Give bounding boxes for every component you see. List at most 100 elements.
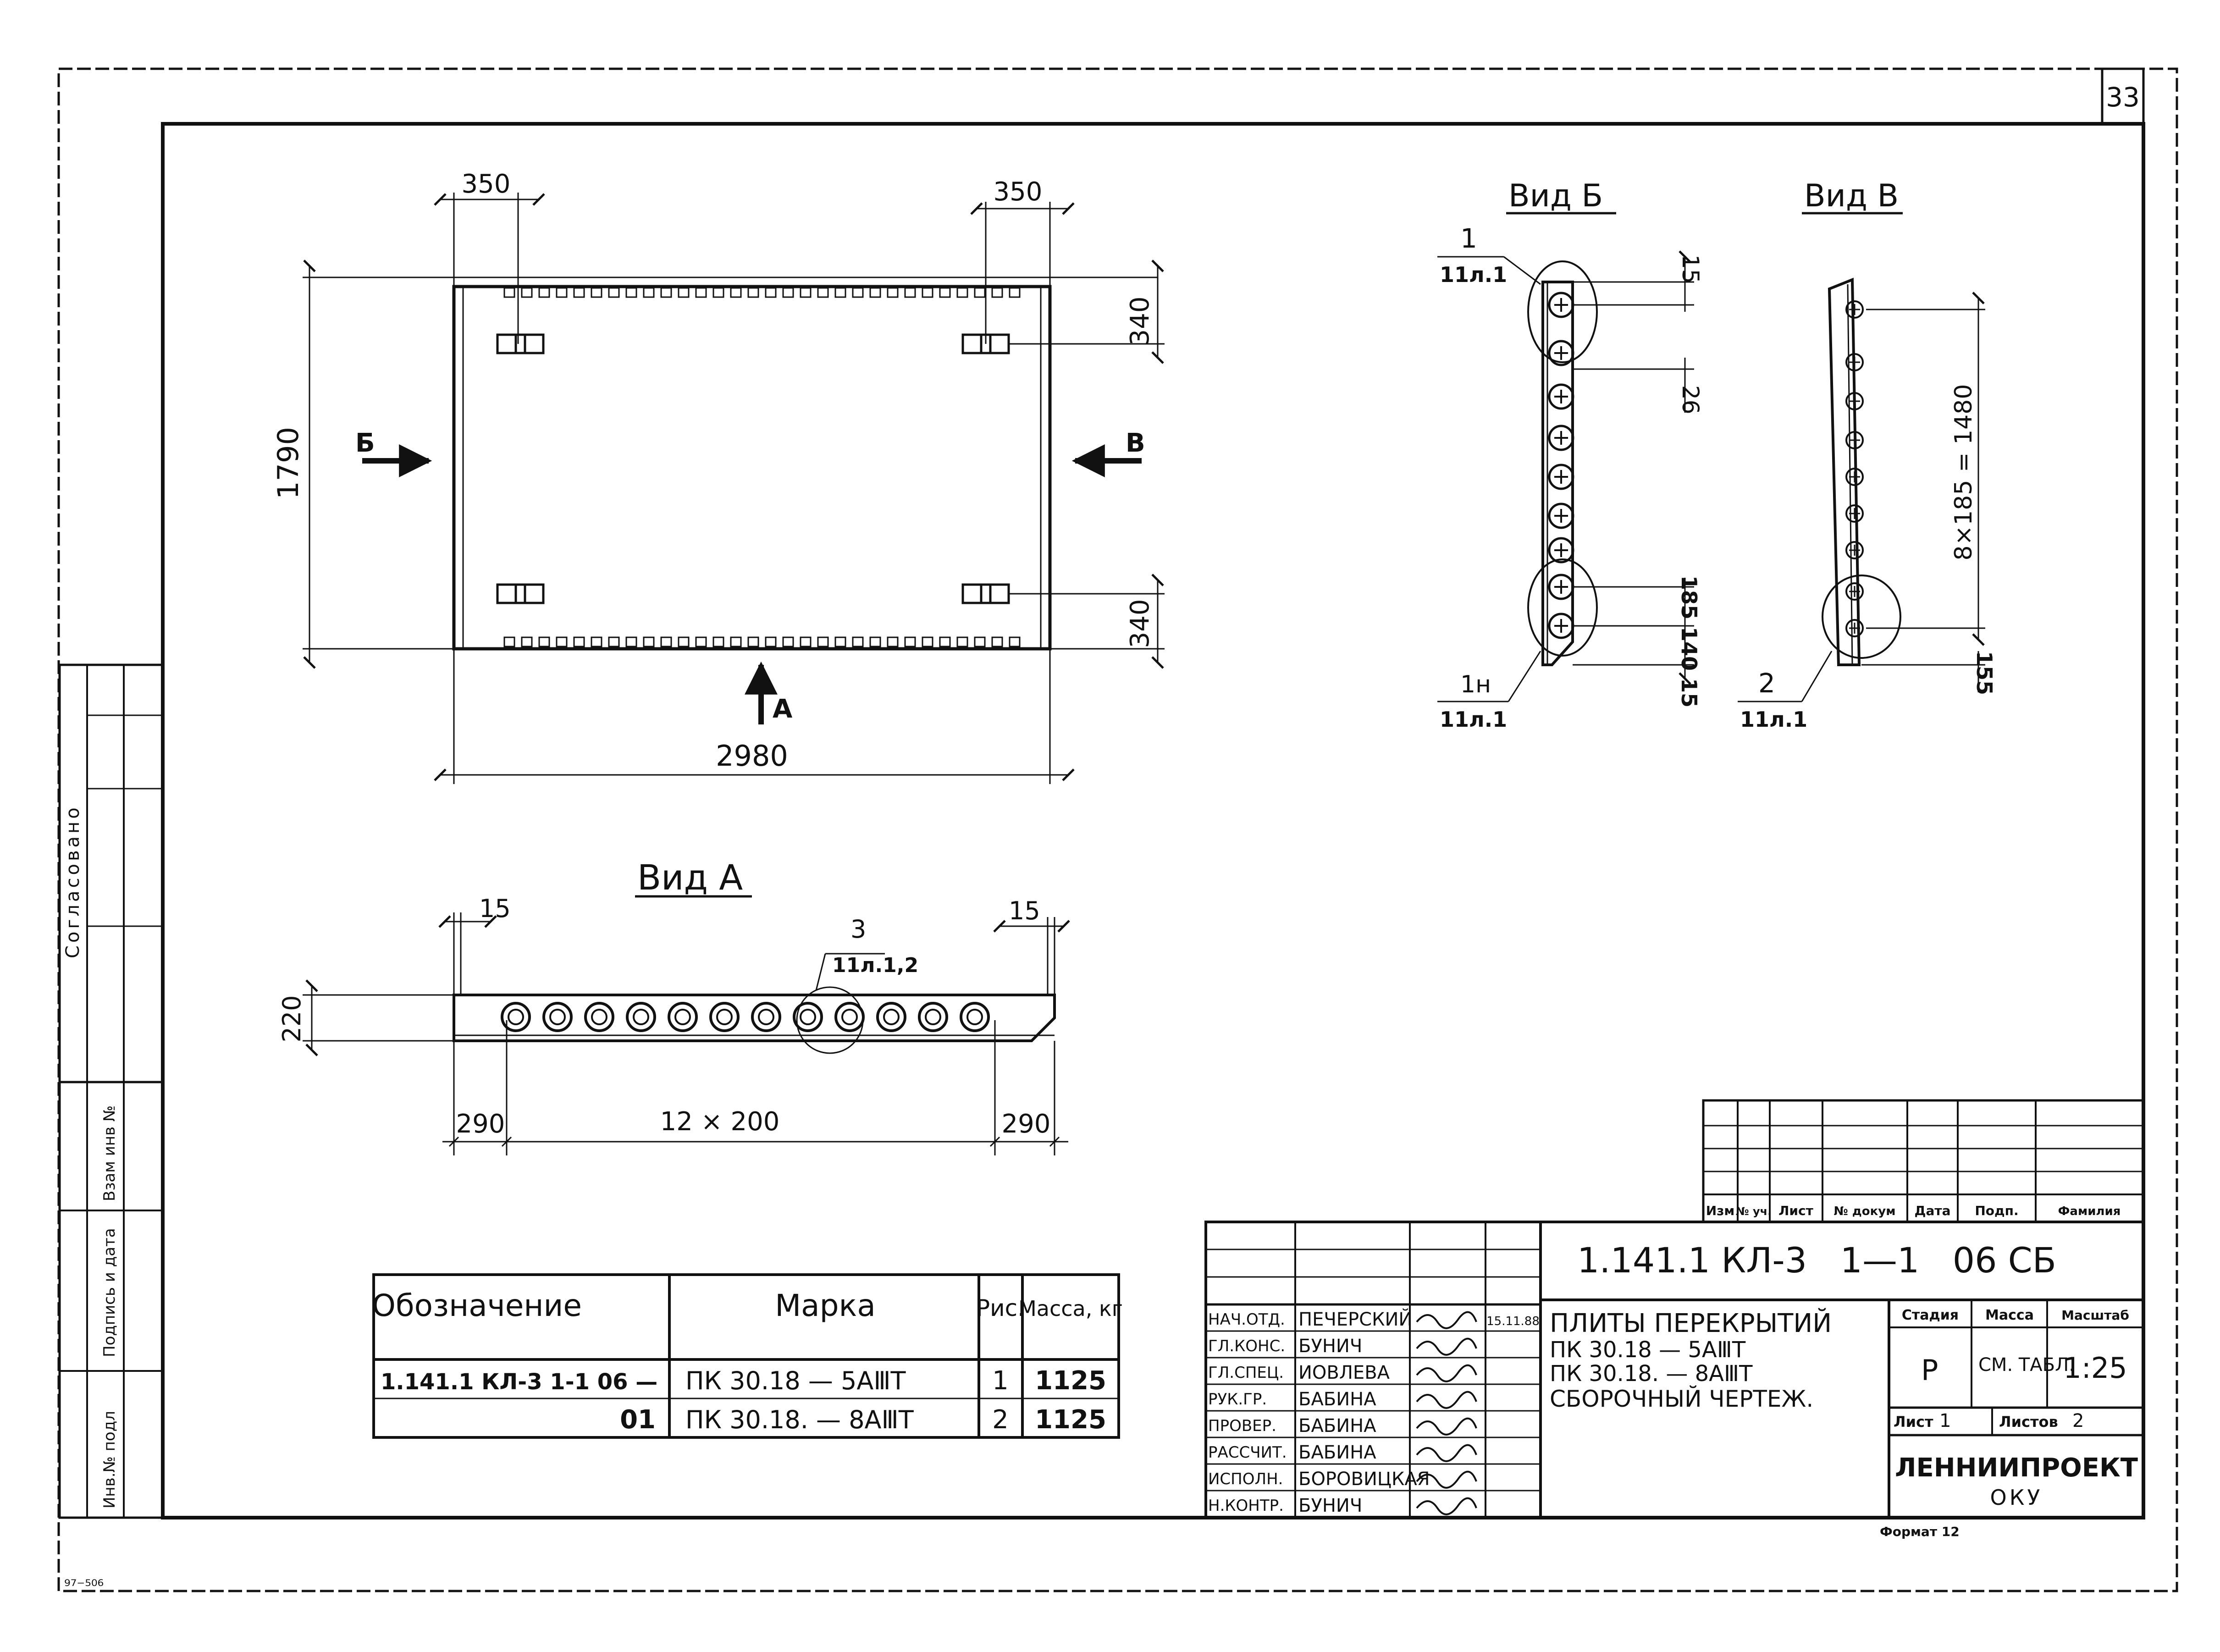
view-b-dim-26: 26 (1677, 385, 1704, 414)
side-stamp: Согласовано Взам инв № Подпись и дата Ин… (58, 663, 164, 1519)
spec-row1-mark: ПК 30.18 — 5АⅢТ (685, 1366, 906, 1395)
spec-row2-mark: ПК 30.18. — 8АⅢТ (685, 1405, 914, 1434)
plan-dim-width: 2980 (716, 739, 788, 773)
signature-mark (1416, 1391, 1477, 1409)
spec-header-fig: Рис. (976, 1295, 1025, 1321)
signer-name: Печерский (1298, 1308, 1412, 1330)
signer-name: Бабина (1298, 1389, 1376, 1410)
side-stamp-agreed: Согласовано (62, 805, 83, 958)
signature-mark (1416, 1337, 1477, 1356)
signer-row: Гл.конс. Бунич (1208, 1336, 1477, 1357)
castellation-top (503, 287, 1021, 298)
signer-role: Исполн. (1208, 1470, 1283, 1488)
title-line3: ПК 30.18. — 8АⅢТ (1550, 1361, 1753, 1387)
view-b-holes (1548, 292, 1574, 639)
title-line4: Сборочный чертеж. (1550, 1385, 1813, 1412)
slab-outline (452, 285, 1052, 651)
view-b-callout1-num: 1 (1460, 223, 1477, 254)
title-date: 15.11.88 (1486, 1315, 1540, 1328)
signature-mark (1416, 1497, 1477, 1515)
signer-row: Н.контр.Бунич (1208, 1495, 1477, 1516)
view-a-dim-bottom-left: 290 (456, 1109, 505, 1139)
view-a: Вид А 3 11л.1,2 15 15 220 (277, 857, 1070, 1155)
signer-row: Рук.гр. Бабина (1208, 1389, 1477, 1410)
signer-role: Рук.гр. (1208, 1390, 1267, 1409)
title-line2: ПК 30.18 — 5АⅢТ (1550, 1337, 1746, 1363)
lifting-loop (496, 583, 545, 604)
spec-row1-mass: 1125 (1035, 1366, 1106, 1396)
view-b-callout2-ref: 11л.1 (1440, 707, 1507, 732)
revision-block: Изм № уч. Лист № докум Дата Подп. Фамили… (1702, 1099, 2145, 1223)
view-a-dim-right: 15 (1009, 896, 1040, 925)
spec-header-mark: Марка (775, 1288, 876, 1323)
view-b-dim-stack: 185 140 15 (1677, 575, 1701, 707)
view-v-dim-span: 8×185 = 1480 (1950, 384, 1977, 561)
signer-name: Иовлева (1298, 1362, 1390, 1383)
void-row (501, 1002, 990, 1032)
view-a-title: Вид А (637, 857, 743, 898)
view-a-dim-height: 220 (277, 995, 306, 1042)
spec-table: Обозначение Марка Рис. Масса, кг 1.141.1… (372, 1273, 1123, 1439)
stamp-bottom-left: ⁹⁷⁻⁵⁰⁶ (64, 1577, 104, 1595)
view-b-callout2-num: 1н (1460, 671, 1491, 698)
plan-arrow-a-label: А (773, 694, 793, 724)
signer-row: Исполн. Боровицкая (1208, 1469, 1477, 1490)
spec-row2-fig: 2 (992, 1405, 1009, 1435)
scale-value: 1:25 (2063, 1351, 2127, 1385)
signer-name: Бабина (1298, 1442, 1376, 1463)
castellation-bottom (503, 636, 1021, 647)
rev-header-doc: № докум (1833, 1204, 1895, 1218)
rev-header-sign: Подп. (1975, 1203, 2018, 1218)
view-v-dim-bottom: 155 (1972, 651, 1997, 695)
lifting-loop (961, 583, 1010, 604)
view-b-dim-15-top: 15 (1677, 254, 1704, 284)
sheets-value: 2 (2072, 1410, 2084, 1431)
signer-role: Провер. (1208, 1417, 1276, 1435)
doc-code: 1.141.1 КЛ-3 1—1 06 СБ (1577, 1240, 2056, 1281)
plan-arrow-v-label: В (1126, 428, 1145, 458)
plan-dim-top-right: 350 (994, 177, 1043, 207)
dept-name: ОКУ (1990, 1485, 2043, 1510)
signer-role: Рассчит. (1208, 1443, 1287, 1462)
rev-header-list: Лист (1778, 1203, 1813, 1218)
signer-role: Нач.отд. (1208, 1310, 1285, 1329)
stage-label: Стадия (1902, 1307, 1959, 1323)
sheet-number-box (2101, 67, 2145, 125)
view-b-callout1-ref: 11л.1 (1440, 262, 1507, 287)
view-a-callout-ref: 11л.1,2 (832, 954, 918, 977)
signer-name: Бунич (1298, 1336, 1362, 1357)
signer-row: Гл.спец.Иовлева (1208, 1362, 1477, 1383)
rev-header-uch: № уч. (1736, 1205, 1772, 1218)
signature-mark (1416, 1417, 1477, 1436)
side-stamp-col1: Взам инв № (100, 1105, 119, 1201)
rev-header-date: Дата (1915, 1203, 1951, 1218)
spec-row2-mass: 1125 (1035, 1405, 1106, 1435)
table-row: 1.141.1 КЛ-3 1-1 06 — ПК 30.18 — 5АⅢТ 1 … (381, 1366, 1106, 1396)
signer-role: Н.контр. (1208, 1497, 1284, 1515)
spec-row1-designation: 1.141.1 КЛ-3 1-1 06 — (381, 1369, 657, 1395)
signer-name: Боровицкая (1298, 1469, 1430, 1490)
format-label: Формат 12 (1880, 1524, 1960, 1539)
signer-role: Гл.конс. (1208, 1337, 1285, 1355)
side-stamp-col2: Подпись и дата (100, 1228, 119, 1357)
view-v-callout-num: 2 (1758, 668, 1775, 699)
view-b-title: Вид Б (1508, 178, 1603, 214)
org-name: ЛЕННИИПРОЕКТ (1895, 1453, 2138, 1483)
signature-mark (1416, 1470, 1477, 1489)
signature-mark (1416, 1364, 1477, 1382)
mass-value: см. табл. (1978, 1354, 2075, 1376)
view-v: Вид В 8×185 = 1480 155 2 11л.1 (1738, 178, 1997, 732)
view-a-dim-bottom-mid: 12 × 200 (660, 1107, 780, 1137)
mass-label: Масса (1985, 1307, 2034, 1323)
spec-row1-fig: 1 (992, 1366, 1009, 1396)
stage-value: Р (1921, 1354, 1938, 1387)
spec-row2-designation: 01 (620, 1405, 656, 1435)
view-a-dim-left: 15 (479, 894, 511, 923)
title-block: Нач.отд. ПечерскийГл.конс. БуничГл.спец.Ио… (1204, 1221, 2145, 1519)
signer-name: Бабина (1298, 1415, 1376, 1437)
signer-row: Нач.отд. Печерский (1208, 1308, 1477, 1330)
spec-header-designation: Обозначение (372, 1288, 582, 1323)
view-b: Вид Б 1 11л.1 1н 11л.1 15 26 185 140 15 (1437, 178, 1704, 732)
signature-mark (1416, 1311, 1477, 1329)
